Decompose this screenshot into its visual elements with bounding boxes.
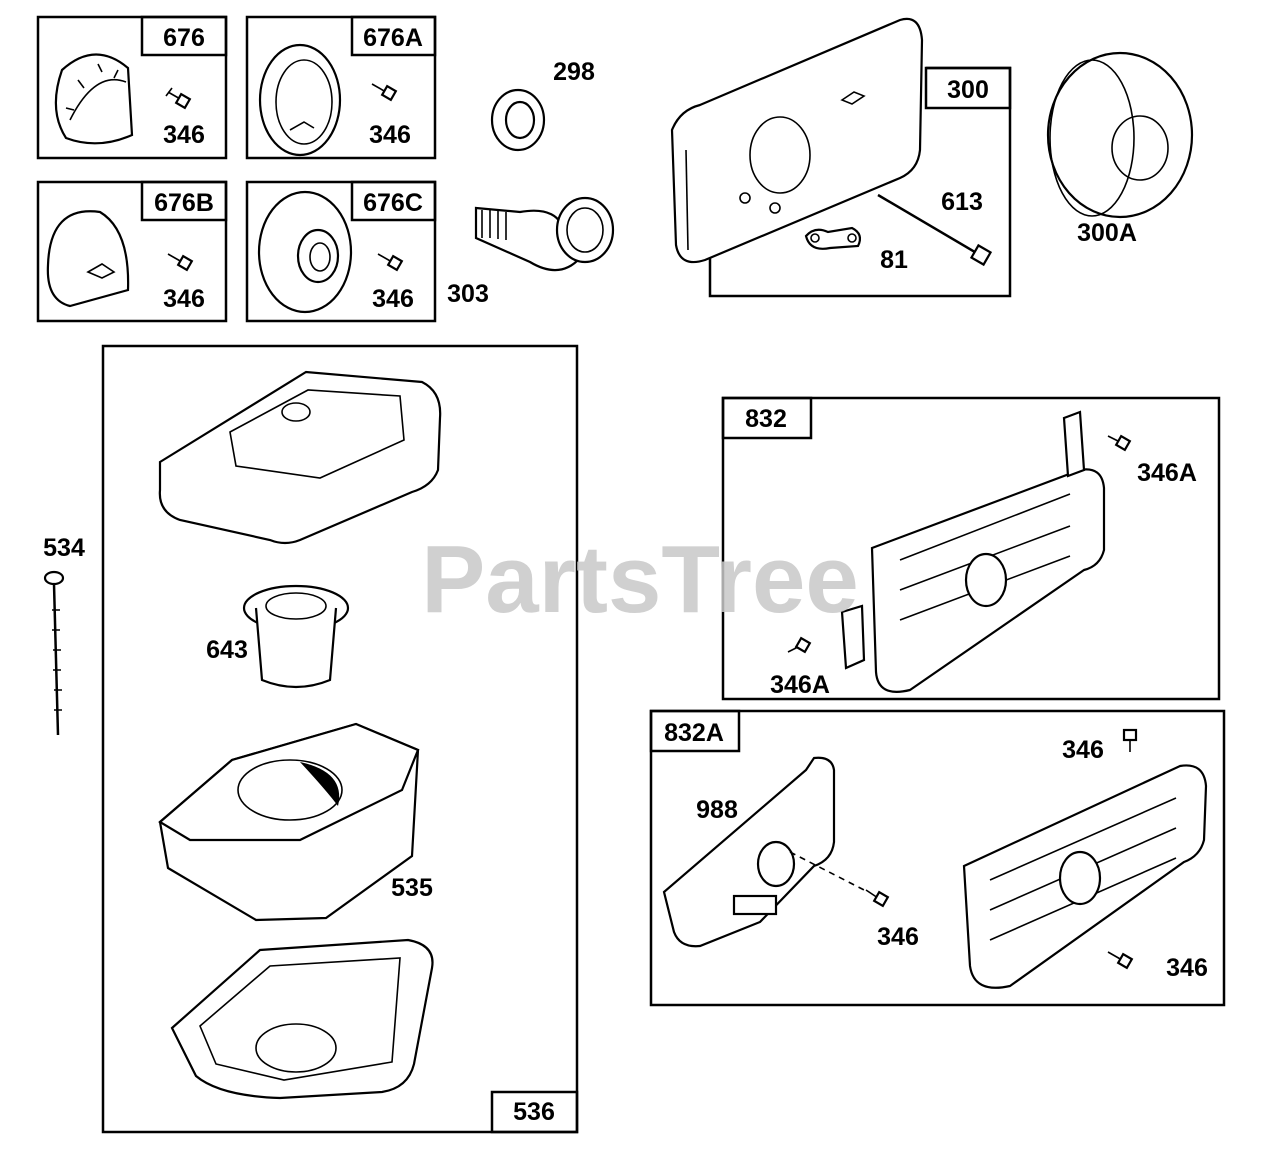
label-346-676[interactable]: 346: [163, 121, 205, 149]
bolt-icon: [371, 83, 398, 102]
bracket-988-drawing: [662, 756, 869, 948]
part-group-676: 676 346: [36, 15, 228, 160]
air-cleaner-cover-drawing: [158, 370, 442, 545]
label-676A[interactable]: 676A: [363, 24, 423, 52]
label-346-676A[interactable]: 346: [369, 121, 411, 149]
label-535[interactable]: 535: [391, 874, 433, 902]
watermark: PartsTree: [421, 526, 859, 633]
label-534[interactable]: 534: [43, 534, 85, 562]
part-group-676B: 676B 346: [36, 180, 228, 323]
part-group-676A: 676A 346: [245, 15, 437, 160]
label-346-676B[interactable]: 346: [163, 285, 205, 313]
screen-guard-676A-drawing: [258, 43, 342, 157]
label-536[interactable]: 536: [513, 1098, 555, 1126]
label-298[interactable]: 298: [553, 58, 595, 86]
part-group-676C: 676C 346: [245, 180, 437, 323]
bolt-icon: [167, 253, 194, 272]
label-346-676C[interactable]: 346: [372, 285, 414, 313]
label-832A[interactable]: 832A: [664, 719, 724, 747]
part-group-536: 536 643 535: [101, 344, 579, 1134]
label-643[interactable]: 643: [206, 636, 248, 664]
part-303: 303: [447, 196, 615, 308]
bolt-icon: [1107, 951, 1134, 970]
bolt-icon: [865, 889, 890, 908]
label-676B[interactable]: 676B: [154, 189, 214, 217]
screen-guard-676C-drawing: [257, 190, 353, 314]
part-group-300: 300 613 81: [670, 17, 1012, 298]
label-346A-top[interactable]: 346A: [1137, 459, 1197, 487]
part-group-832A: 832A 988 346 346 346: [649, 709, 1226, 1007]
bolt-icon: [787, 636, 812, 654]
label-300[interactable]: 300: [947, 76, 989, 104]
label-676C[interactable]: 676C: [363, 189, 423, 217]
screen-guard-676-drawing: [54, 53, 134, 145]
label-613[interactable]: 613: [941, 188, 983, 216]
part-300A: 300A: [1046, 51, 1194, 247]
label-676[interactable]: 676: [163, 24, 205, 52]
muffler-300-drawing: [670, 17, 924, 264]
muffler-guard-832-drawing: [840, 410, 1106, 693]
label-988[interactable]: 988: [696, 796, 738, 824]
label-303[interactable]: 303: [447, 280, 489, 308]
base-536-drawing: [170, 938, 434, 1100]
part-534: 534: [43, 534, 85, 736]
spacer-643-drawing: [242, 584, 350, 689]
part-298: 298: [490, 58, 595, 152]
screen-guard-676B-drawing: [46, 210, 130, 308]
part-group-832: 832 346A 346A: [721, 396, 1221, 701]
bolt-icon: [377, 253, 404, 272]
label-300A[interactable]: 300A: [1077, 219, 1137, 247]
label-81[interactable]: 81: [880, 246, 908, 274]
muffler-guard-832A-drawing: [962, 764, 1208, 989]
label-346-mid[interactable]: 346: [877, 923, 919, 951]
label-346A-bottom[interactable]: 346A: [770, 671, 830, 699]
bolt-icon: [1107, 434, 1132, 452]
label-346-top[interactable]: 346: [1062, 736, 1104, 764]
bolt-icon: [165, 87, 192, 110]
label-346-right[interactable]: 346: [1166, 954, 1208, 982]
filter-535-drawing: [158, 722, 420, 922]
bolt-icon: [1122, 728, 1138, 752]
bolt-613-drawing: [877, 193, 993, 267]
label-832[interactable]: 832: [745, 405, 787, 433]
gasket-81-drawing: [804, 226, 862, 250]
